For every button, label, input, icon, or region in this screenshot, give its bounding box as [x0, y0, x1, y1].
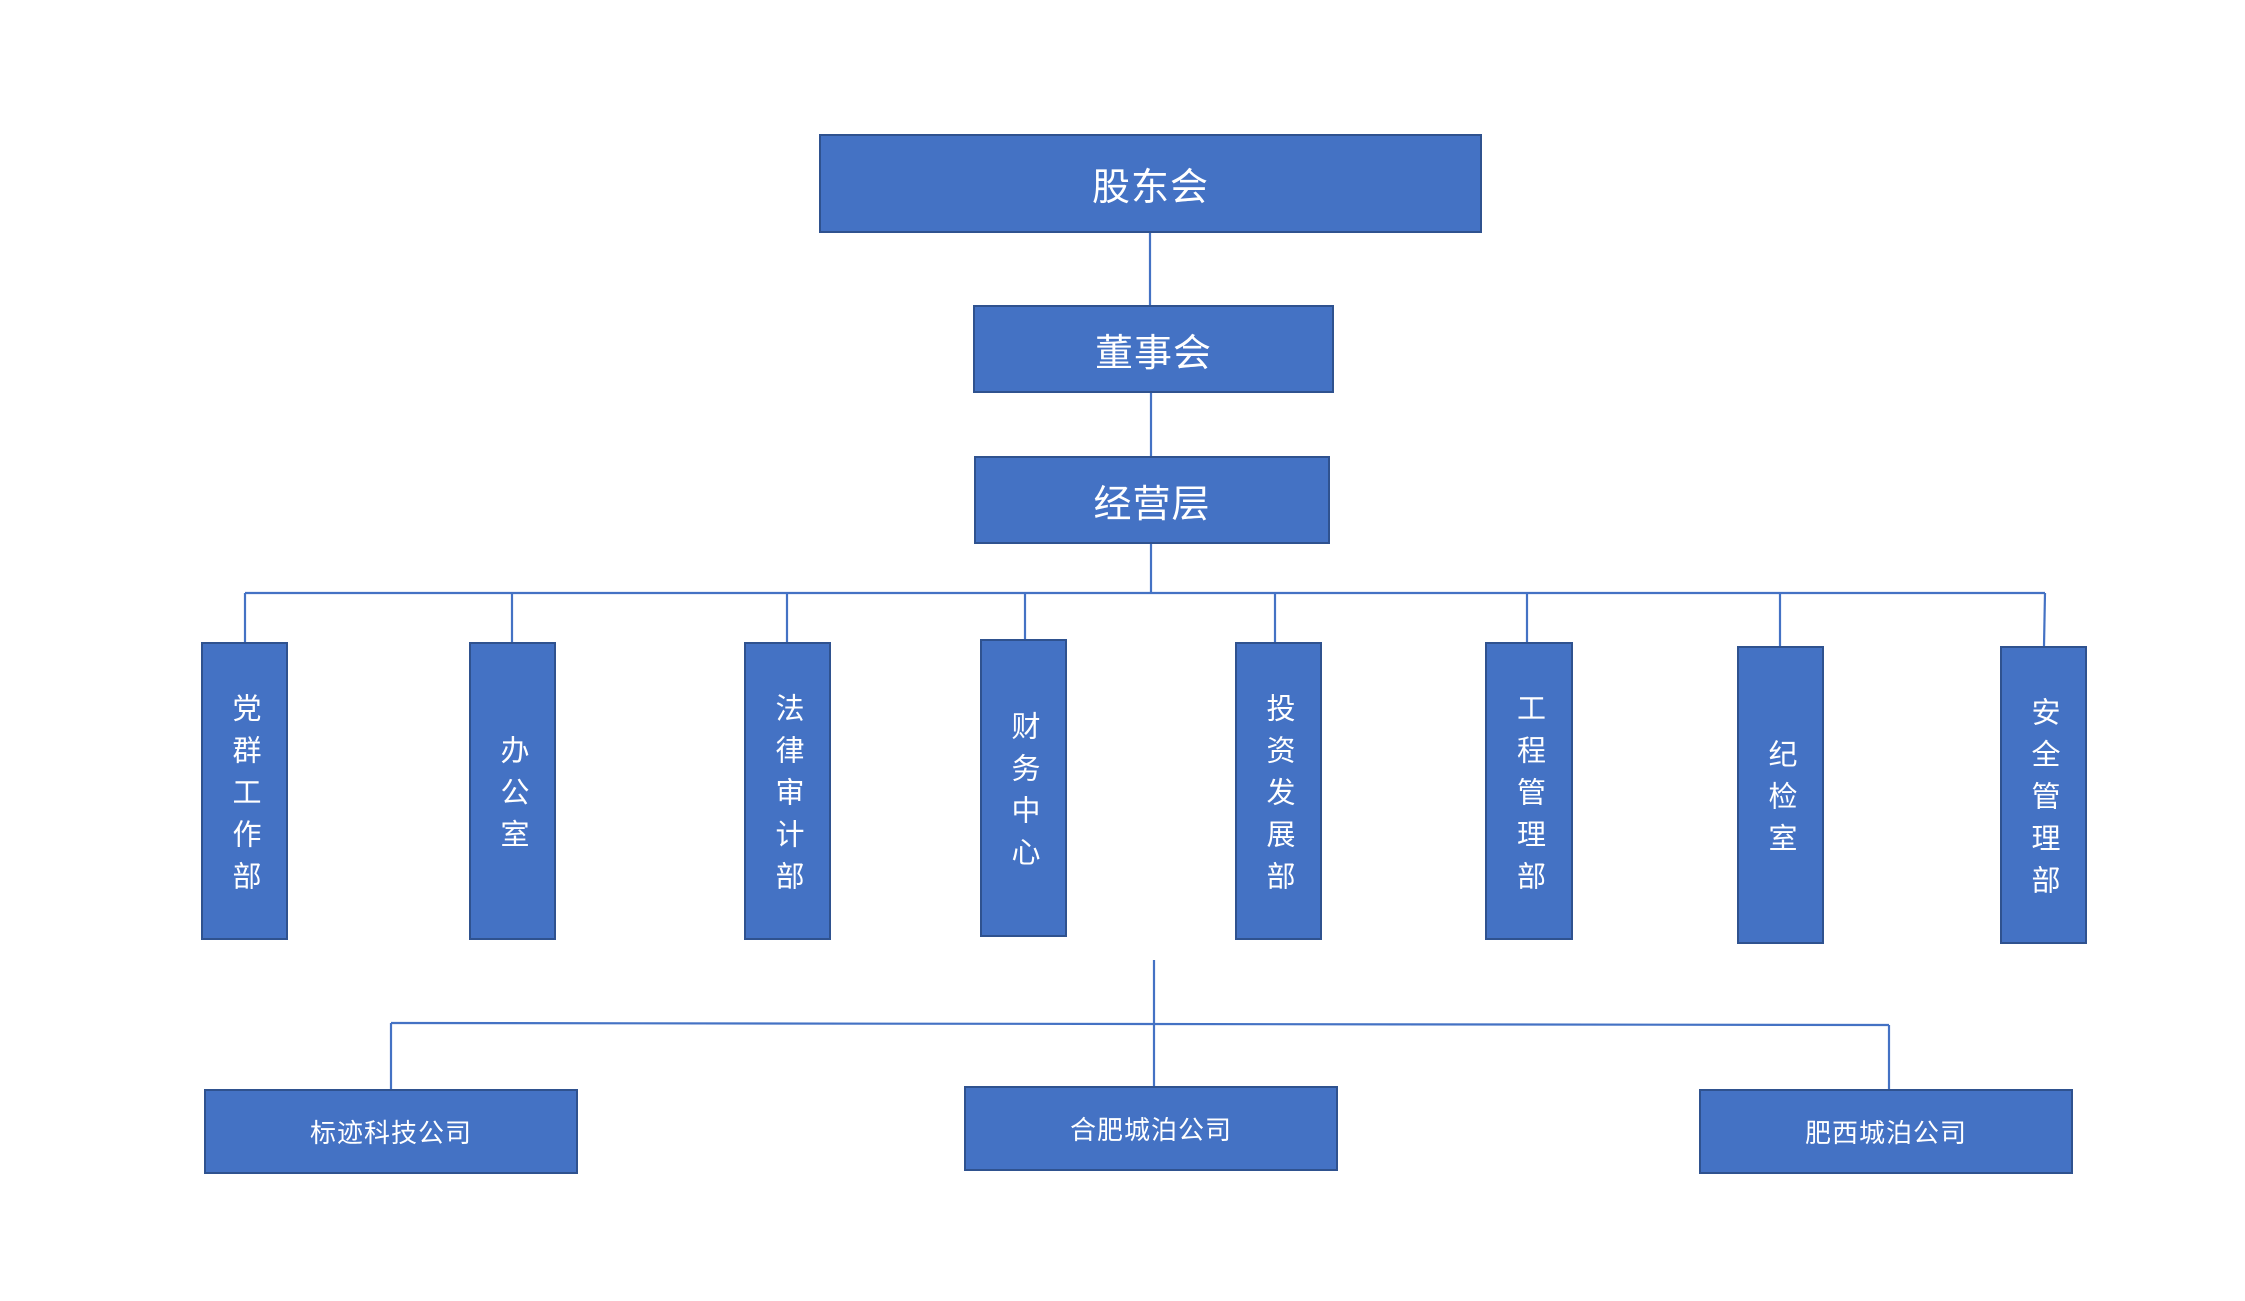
- subsidiary-box-1: 合肥城泊公司: [964, 1086, 1338, 1171]
- department-label: 办公室: [496, 734, 530, 861]
- subsidiary-box-2: 肥西城泊公司: [1699, 1089, 2073, 1174]
- department-box-0: 党群工作部: [201, 642, 288, 940]
- department-box-3: 财务中心: [980, 639, 1067, 937]
- subsidiary-box-0: 标迹科技公司: [204, 1089, 578, 1174]
- shareholders-label: 股东会: [1091, 165, 1209, 209]
- subsidiary-label: 肥西城泊公司: [1804, 1119, 1967, 1149]
- board-box: 董事会: [973, 305, 1334, 393]
- department-label: 财务中心: [1007, 710, 1041, 879]
- department-label: 投资发展部: [1262, 692, 1296, 903]
- management-label: 经营层: [1093, 481, 1211, 526]
- shareholders-box: 股东会: [819, 134, 1482, 233]
- management-box: 经营层: [974, 456, 1330, 544]
- connector-dept-7: [2042, 592, 2047, 647]
- department-box-1: 办公室: [469, 642, 556, 940]
- department-label: 法律审计部: [771, 692, 805, 903]
- department-label: 纪检室: [1764, 738, 1798, 865]
- subsidiary-label: 合肥城泊公司: [1069, 1116, 1232, 1146]
- connector-subsidiary-bus: [390, 1021, 1890, 1027]
- department-label: 安全管理部: [2027, 696, 2061, 907]
- subsidiary-label: 标迹科技公司: [309, 1119, 472, 1149]
- department-box-2: 法律审计部: [744, 642, 831, 940]
- board-label: 董事会: [1094, 330, 1212, 375]
- department-label: 党群工作部: [228, 692, 262, 903]
- department-box-5: 工程管理部: [1485, 642, 1573, 940]
- department-box-4: 投资发展部: [1235, 642, 1322, 940]
- department-box-7: 安全管理部: [2000, 646, 2087, 944]
- department-box-6: 纪检室: [1737, 646, 1824, 944]
- department-label: 工程管理部: [1512, 692, 1547, 903]
